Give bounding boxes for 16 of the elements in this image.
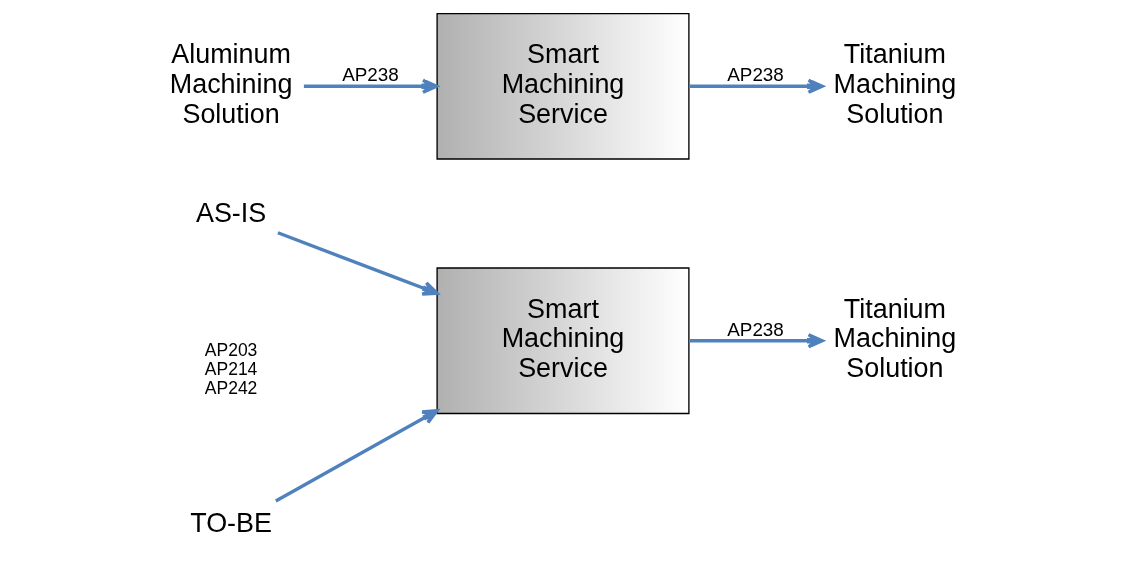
arrow (688, 78, 824, 94)
edge-label: AP238 (726, 64, 784, 86)
arrow (303, 78, 438, 94)
arrow (276, 231, 439, 296)
node-text: Aluminum Machining Solution (169, 39, 292, 129)
label: AP203 AP214 AP242 (204, 340, 257, 398)
edge-label: AP238 (341, 64, 399, 86)
edge-label: AP238 (726, 318, 784, 340)
node-text: Titanium Machining Solution (833, 39, 956, 129)
node-box: Smart Machining Service (435, 267, 690, 415)
node-text: AS-IS (195, 198, 266, 229)
node-box: Smart Machining Service (435, 12, 690, 160)
node-text: Titanium Machining Solution (833, 293, 956, 384)
arrow (688, 333, 824, 349)
node-text: TO-BE (189, 507, 272, 538)
arrow (274, 409, 439, 503)
